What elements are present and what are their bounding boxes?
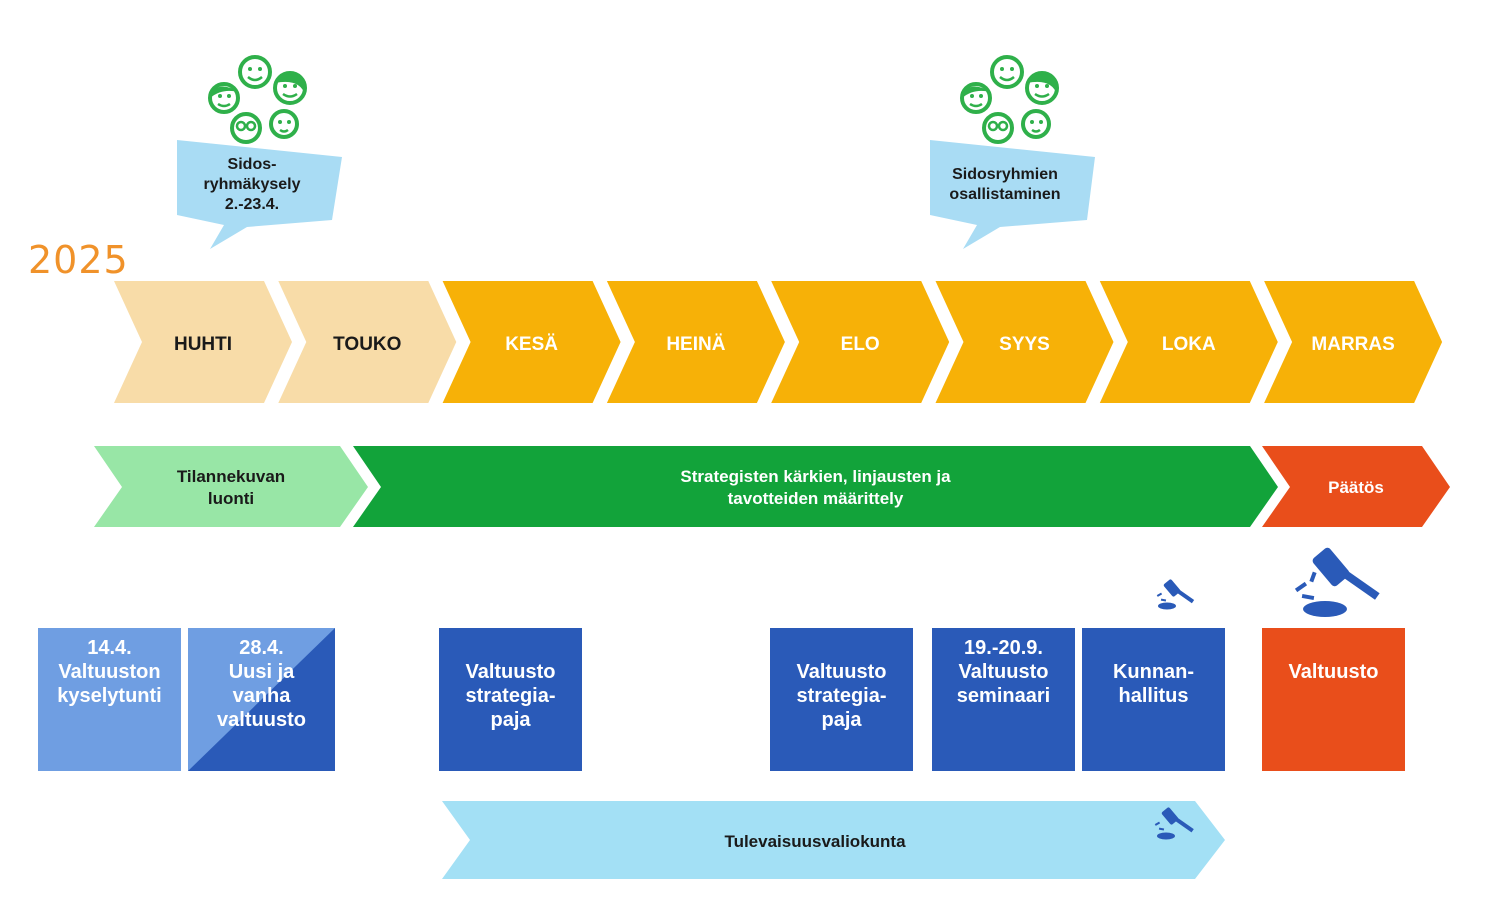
bubble-line: Sidosryhmien — [952, 166, 1058, 183]
month-label: HUHTI — [174, 334, 232, 355]
event-line: Valtuuston — [58, 661, 161, 683]
month-arrow — [442, 281, 621, 403]
month-arrow — [771, 281, 950, 403]
phase-shape — [94, 446, 368, 527]
event-line: kyselytunti — [57, 685, 162, 707]
month-chevron-1: TOUKO — [278, 281, 457, 403]
speech-bubble-shape — [930, 140, 1095, 249]
event-line: strategia- — [796, 685, 887, 707]
event-box-new-and-old-council: 28.4. Uusi ja vanha valtuusto — [188, 628, 335, 771]
month-label: ELO — [841, 334, 880, 355]
month-arrow — [1099, 281, 1278, 403]
event-line: Valtuusto — [796, 661, 887, 683]
month-arrow — [935, 281, 1114, 403]
phases-row: Tilannekuvan luonti Strategisten kärkien, … — [94, 446, 1450, 527]
phase-label: Tilannekuvan — [177, 467, 285, 486]
stakeholder-faces-icon — [208, 55, 307, 144]
month-arrow — [114, 281, 292, 403]
month-label: MARRAS — [1311, 334, 1394, 355]
month-chevron-0: HUHTI — [114, 281, 292, 403]
gavel-icon — [1156, 579, 1195, 610]
gavel-icon — [1154, 807, 1194, 840]
event-line: Valtuusto — [1288, 661, 1379, 683]
month-label: TOUKO — [333, 334, 401, 355]
phase-label: tavotteiden määrittely — [728, 489, 904, 508]
month-arrow — [606, 281, 785, 403]
committee-bar: Tulevaisuusvaliokunta — [442, 801, 1225, 879]
event-line: paja — [821, 709, 862, 731]
month-chevron-6: LOKA — [1099, 281, 1278, 403]
speech-bubble-shape — [177, 140, 342, 249]
phase-label: Päätös — [1328, 478, 1384, 497]
event-line: paja — [490, 709, 531, 731]
month-chevron-4: ELO — [771, 281, 950, 403]
stakeholder-survey-text: Sidos- ryhmäkysely 2.-23.4. — [188, 155, 316, 215]
month-arrow — [278, 281, 457, 403]
month-chevron-2: KESÄ — [442, 281, 621, 403]
phase-label: Strategisten kärkien, linjausten ja — [680, 467, 951, 486]
month-chevron-3: HEINÄ — [606, 281, 785, 403]
split-box-bg — [188, 628, 335, 771]
stakeholder-faces-icon — [960, 55, 1059, 144]
month-label: KESÄ — [505, 334, 558, 355]
committee-label: Tulevaisuusvaliokunta — [724, 832, 906, 851]
event-box-strategy-workshop-2: Valtuusto strategia- paja — [770, 628, 913, 771]
event-line: 14.4. — [87, 637, 132, 659]
event-box-council-decision: Valtuusto — [1262, 628, 1405, 771]
month-chevron-5: SYYS — [935, 281, 1114, 403]
event-box-council-question-hour: 14.4. Valtuuston kyselytunti — [38, 628, 181, 771]
event-line: strategia- — [465, 685, 556, 707]
event-line: Kunnan- — [1112, 661, 1195, 683]
phase-arrow-0: Tilannekuvan luonti — [94, 446, 368, 527]
months-row: HUHTI TOUKO KESÄ HEINÄ ELO SYYS LOKA MARRAS — [114, 281, 1443, 403]
box-bg — [38, 628, 181, 771]
committee-arrow — [442, 801, 1225, 879]
event-line: valtuusto — [217, 709, 306, 731]
month-label: LOKA — [1162, 334, 1216, 355]
phase-arrow-1: Strategisten kärkien, linjausten ja tavot… — [353, 446, 1278, 527]
bubble-line: 2.-23.4. — [224, 196, 280, 213]
bubble-line: Sidos- — [227, 156, 277, 173]
phase-shape — [353, 446, 1278, 527]
phase-label: luonti — [208, 489, 254, 508]
event-line: Valtuusto — [958, 661, 1049, 683]
event-line: 28.4. — [239, 637, 284, 659]
event-box-council-seminar: 19.-20.9. Valtuusto seminaari — [932, 628, 1075, 771]
event-line: Uusi ja — [228, 661, 295, 683]
event-line: 19.-20.9. — [964, 637, 1043, 659]
event-box-municipal-board: Kunnan- hallitus — [1082, 628, 1225, 771]
month-label: SYYS — [999, 334, 1050, 355]
month-label: HEINÄ — [666, 334, 725, 355]
bubble-line: osallistaminen — [949, 186, 1061, 203]
event-box-strategy-workshop-1: Valtuusto strategia- paja — [439, 628, 582, 771]
event-line: hallitus — [1118, 685, 1189, 707]
phase-arrow-2: Päätös — [1262, 446, 1450, 527]
event-line: Valtuusto — [465, 661, 556, 683]
year-label: 2025 — [28, 238, 129, 282]
event-line: seminaari — [956, 685, 1051, 707]
month-arrow — [1264, 281, 1443, 403]
phase-shape — [1262, 446, 1450, 527]
gavel-icon — [1294, 547, 1380, 617]
event-line: vanha — [232, 685, 291, 707]
month-chevron-7: MARRAS — [1264, 281, 1443, 403]
bubble-line: ryhmäkysely — [203, 176, 301, 193]
stakeholder-engagement-text: Sidosryhmien osallistaminen — [935, 165, 1075, 205]
